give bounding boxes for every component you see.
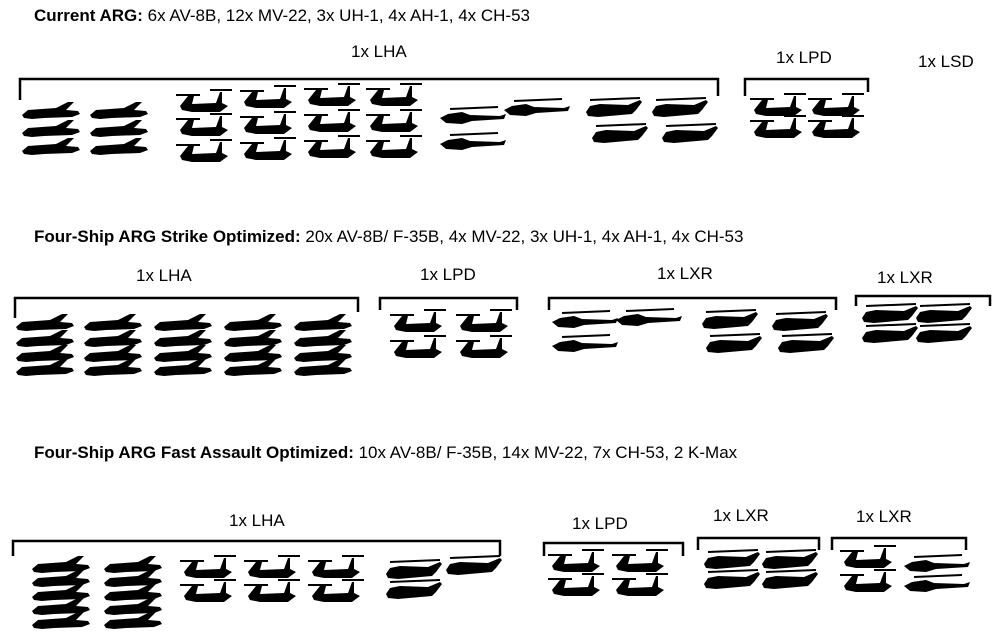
cobra-helicopter-icon [903,554,971,593]
row3-lha-label: 1x LHA [229,511,285,530]
row1-lsd-label: 1x LSD [918,52,974,71]
row2-lpd-label: 1x LPD [420,265,476,284]
osprey-tiltrotor-icon [547,549,669,597]
row1-heading: Current ARG: 6x AV-8B, 12x MV-22, 3x UH-… [34,6,530,26]
harrier-jet-icon [32,556,162,629]
row3-heading: Four-Ship ARG Fast Assault Optimized: 10… [34,443,737,463]
row1-detail: 6x AV-8B, 12x MV-22, 3x UH-1, 4x AH-1, 4… [142,6,531,25]
row3-lxr2-label: 1x LXR [856,507,912,526]
row2-lxr2-label: 1x LXR [877,268,933,287]
row3-lpd-label: 1x LPD [572,514,628,533]
row3-lxr1-label: 1x LXR [713,506,769,525]
row3-title: Four-Ship ARG Fast Assault Optimized: [34,443,354,462]
row1-lha-label: 1x LHA [351,42,407,61]
row2-heading: Four-Ship ARG Strike Optimized: 20x AV-8… [34,227,743,247]
row2-title: Four-Ship ARG Strike Optimized: [34,227,301,246]
row1-lpd-label: 1x LPD [776,48,832,67]
row1-title: Current ARG: [34,6,143,25]
stallion-helicopter-icon [385,555,503,600]
stallion-helicopter-icon [703,549,819,590]
row2-lha-label: 1x LHA [136,266,192,285]
osprey-tiltrotor-icon [179,555,365,603]
osprey-tiltrotor-icon [839,545,897,593]
row2-lxr1-label: 1x LXR [657,264,713,283]
row2-detail: 20x AV-8B/ F-35B, 4x MV-22, 3x UH-1, 4x … [300,227,744,246]
row3-detail: 10x AV-8B/ F-35B, 14x MV-22, 7x CH-53, 2… [353,443,738,462]
